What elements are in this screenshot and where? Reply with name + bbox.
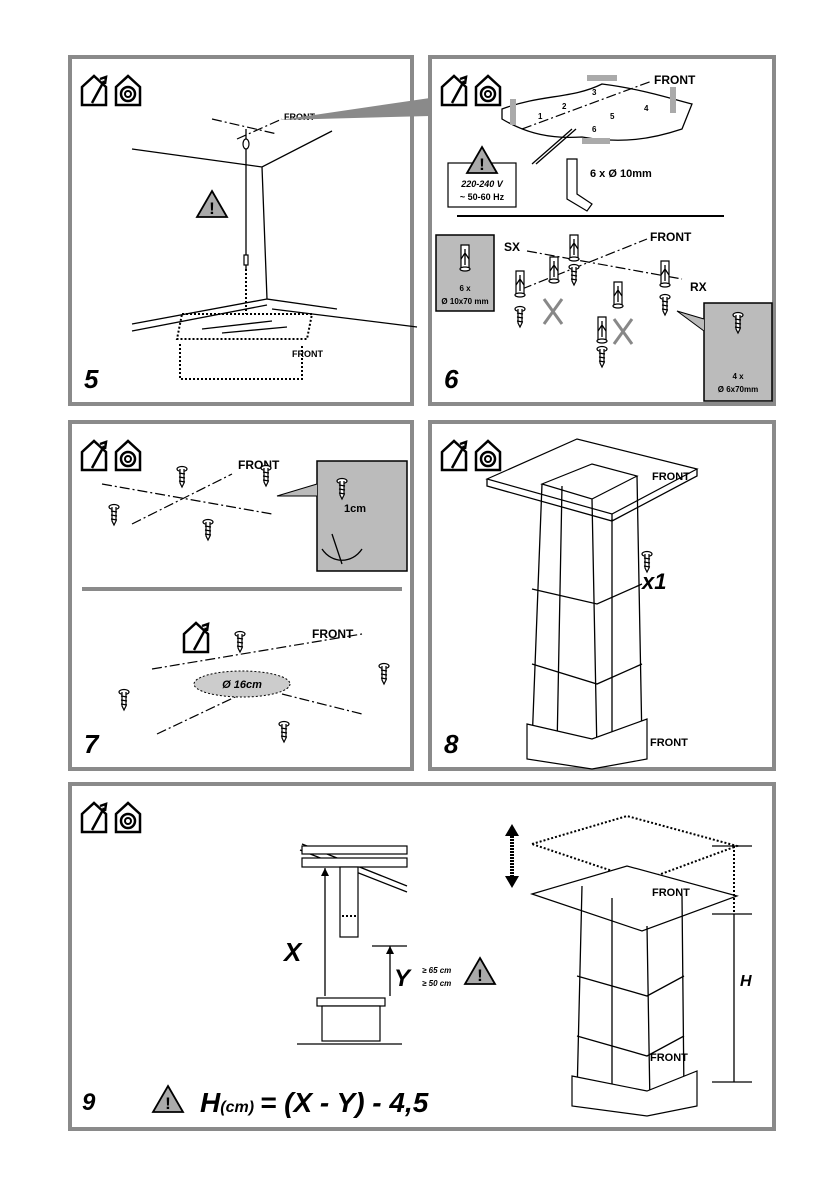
- svg-text:Ø 16cm: Ø 16cm: [222, 679, 262, 691]
- drilling-and-plugs-diagram: FRONT 1 2 3 4 5 6 220-240 V ~ 50-60 Hz 6…: [435, 73, 773, 402]
- svg-text:Ø 10x70 mm: Ø 10x70 mm: [441, 297, 488, 306]
- svg-text:X: X: [282, 937, 303, 967]
- svg-text:H(cm)= (X - Y) - 4,5: H(cm)= (X - Y) - 4,5: [200, 1087, 429, 1118]
- svg-text:x1: x1: [641, 569, 666, 594]
- svg-text:4: 4: [644, 104, 649, 113]
- house-with-spiral-icon: [474, 439, 502, 472]
- house-with-tool-icon: [440, 74, 468, 107]
- house-with-spiral-icon: [474, 74, 502, 107]
- svg-text:6: 6: [592, 125, 597, 134]
- svg-text:SX: SX: [504, 240, 520, 254]
- frame-assembly-diagram: FRONT FRONT x1: [440, 438, 699, 770]
- svg-text:FRONT: FRONT: [284, 112, 315, 122]
- svg-text:4 x: 4 x: [732, 372, 744, 381]
- svg-text:5: 5: [610, 112, 615, 121]
- svg-text:FRONT: FRONT: [650, 737, 688, 749]
- svg-text:3: 3: [592, 88, 597, 97]
- svg-text:FRONT: FRONT: [652, 887, 690, 899]
- svg-text:H: H: [740, 973, 752, 990]
- house-with-tool-icon: [182, 621, 210, 654]
- house-with-tool-icon: [80, 801, 108, 834]
- warning-triangle-icon: [196, 190, 228, 219]
- detail-callout-line: [280, 98, 430, 120]
- svg-text:Ø 6x70mm: Ø 6x70mm: [718, 385, 758, 394]
- svg-text:6 x Ø 10mm: 6 x Ø 10mm: [590, 168, 652, 180]
- svg-text:220-240 V: 220-240 V: [460, 179, 504, 189]
- house-with-tool-icon: [80, 439, 108, 472]
- svg-text:1cm: 1cm: [344, 503, 366, 515]
- svg-text:≥ 50 cm: ≥ 50 cm: [422, 979, 451, 988]
- svg-text:2: 2: [562, 102, 567, 111]
- screw-placement-diagram: FRONT 1cm FRONT Ø 16cm: [80, 439, 408, 743]
- svg-text:FRONT: FRONT: [238, 458, 280, 472]
- ceiling-wire-diagram: FRONT FRONT: [80, 74, 418, 380]
- step-7-panel: FRONT 1cm FRONT Ø 16cm 7: [68, 420, 414, 771]
- step-6-panel: FRONT 1 2 3 4 5 6 220-240 V ~ 50-60 Hz 6…: [428, 55, 776, 406]
- svg-text:6 x: 6 x: [459, 284, 471, 293]
- step-number: 5: [84, 364, 99, 394]
- step-number: 7: [84, 729, 99, 759]
- svg-text:~ 50-60 Hz: ~ 50-60 Hz: [460, 192, 505, 202]
- house-with-tool-icon: [440, 439, 468, 472]
- height-calculation-diagram: X Y ≥ 65 cm ≥ 50 cm FRONT FRONT H 9 H(cm…: [80, 801, 752, 1118]
- house-with-spiral-icon: [114, 439, 142, 472]
- step-8-panel: FRONT FRONT x1 8: [428, 420, 776, 771]
- svg-text:Y: Y: [394, 965, 412, 992]
- step-number: 8: [444, 729, 459, 759]
- step-number: 6: [444, 364, 459, 394]
- drill-icon: [566, 158, 593, 212]
- svg-text:FRONT: FRONT: [650, 230, 692, 244]
- svg-text:1: 1: [538, 112, 543, 121]
- step-9-panel: X Y ≥ 65 cm ≥ 50 cm FRONT FRONT H 9 H(cm…: [68, 782, 776, 1131]
- house-with-spiral-icon: [114, 801, 142, 834]
- svg-text:FRONT: FRONT: [292, 349, 323, 359]
- svg-text:RX: RX: [690, 280, 707, 294]
- warning-triangle-icon: [466, 146, 498, 175]
- house-with-spiral-icon: [114, 74, 142, 107]
- svg-text:9: 9: [82, 1089, 96, 1116]
- svg-text:≥ 65 cm: ≥ 65 cm: [422, 966, 451, 975]
- svg-text:FRONT: FRONT: [652, 471, 690, 483]
- house-with-tool-icon: [80, 74, 108, 107]
- warning-triangle-icon: [464, 957, 496, 986]
- svg-text:FRONT: FRONT: [654, 73, 696, 87]
- svg-text:FRONT: FRONT: [650, 1052, 688, 1064]
- warning-triangle-icon: [152, 1085, 184, 1114]
